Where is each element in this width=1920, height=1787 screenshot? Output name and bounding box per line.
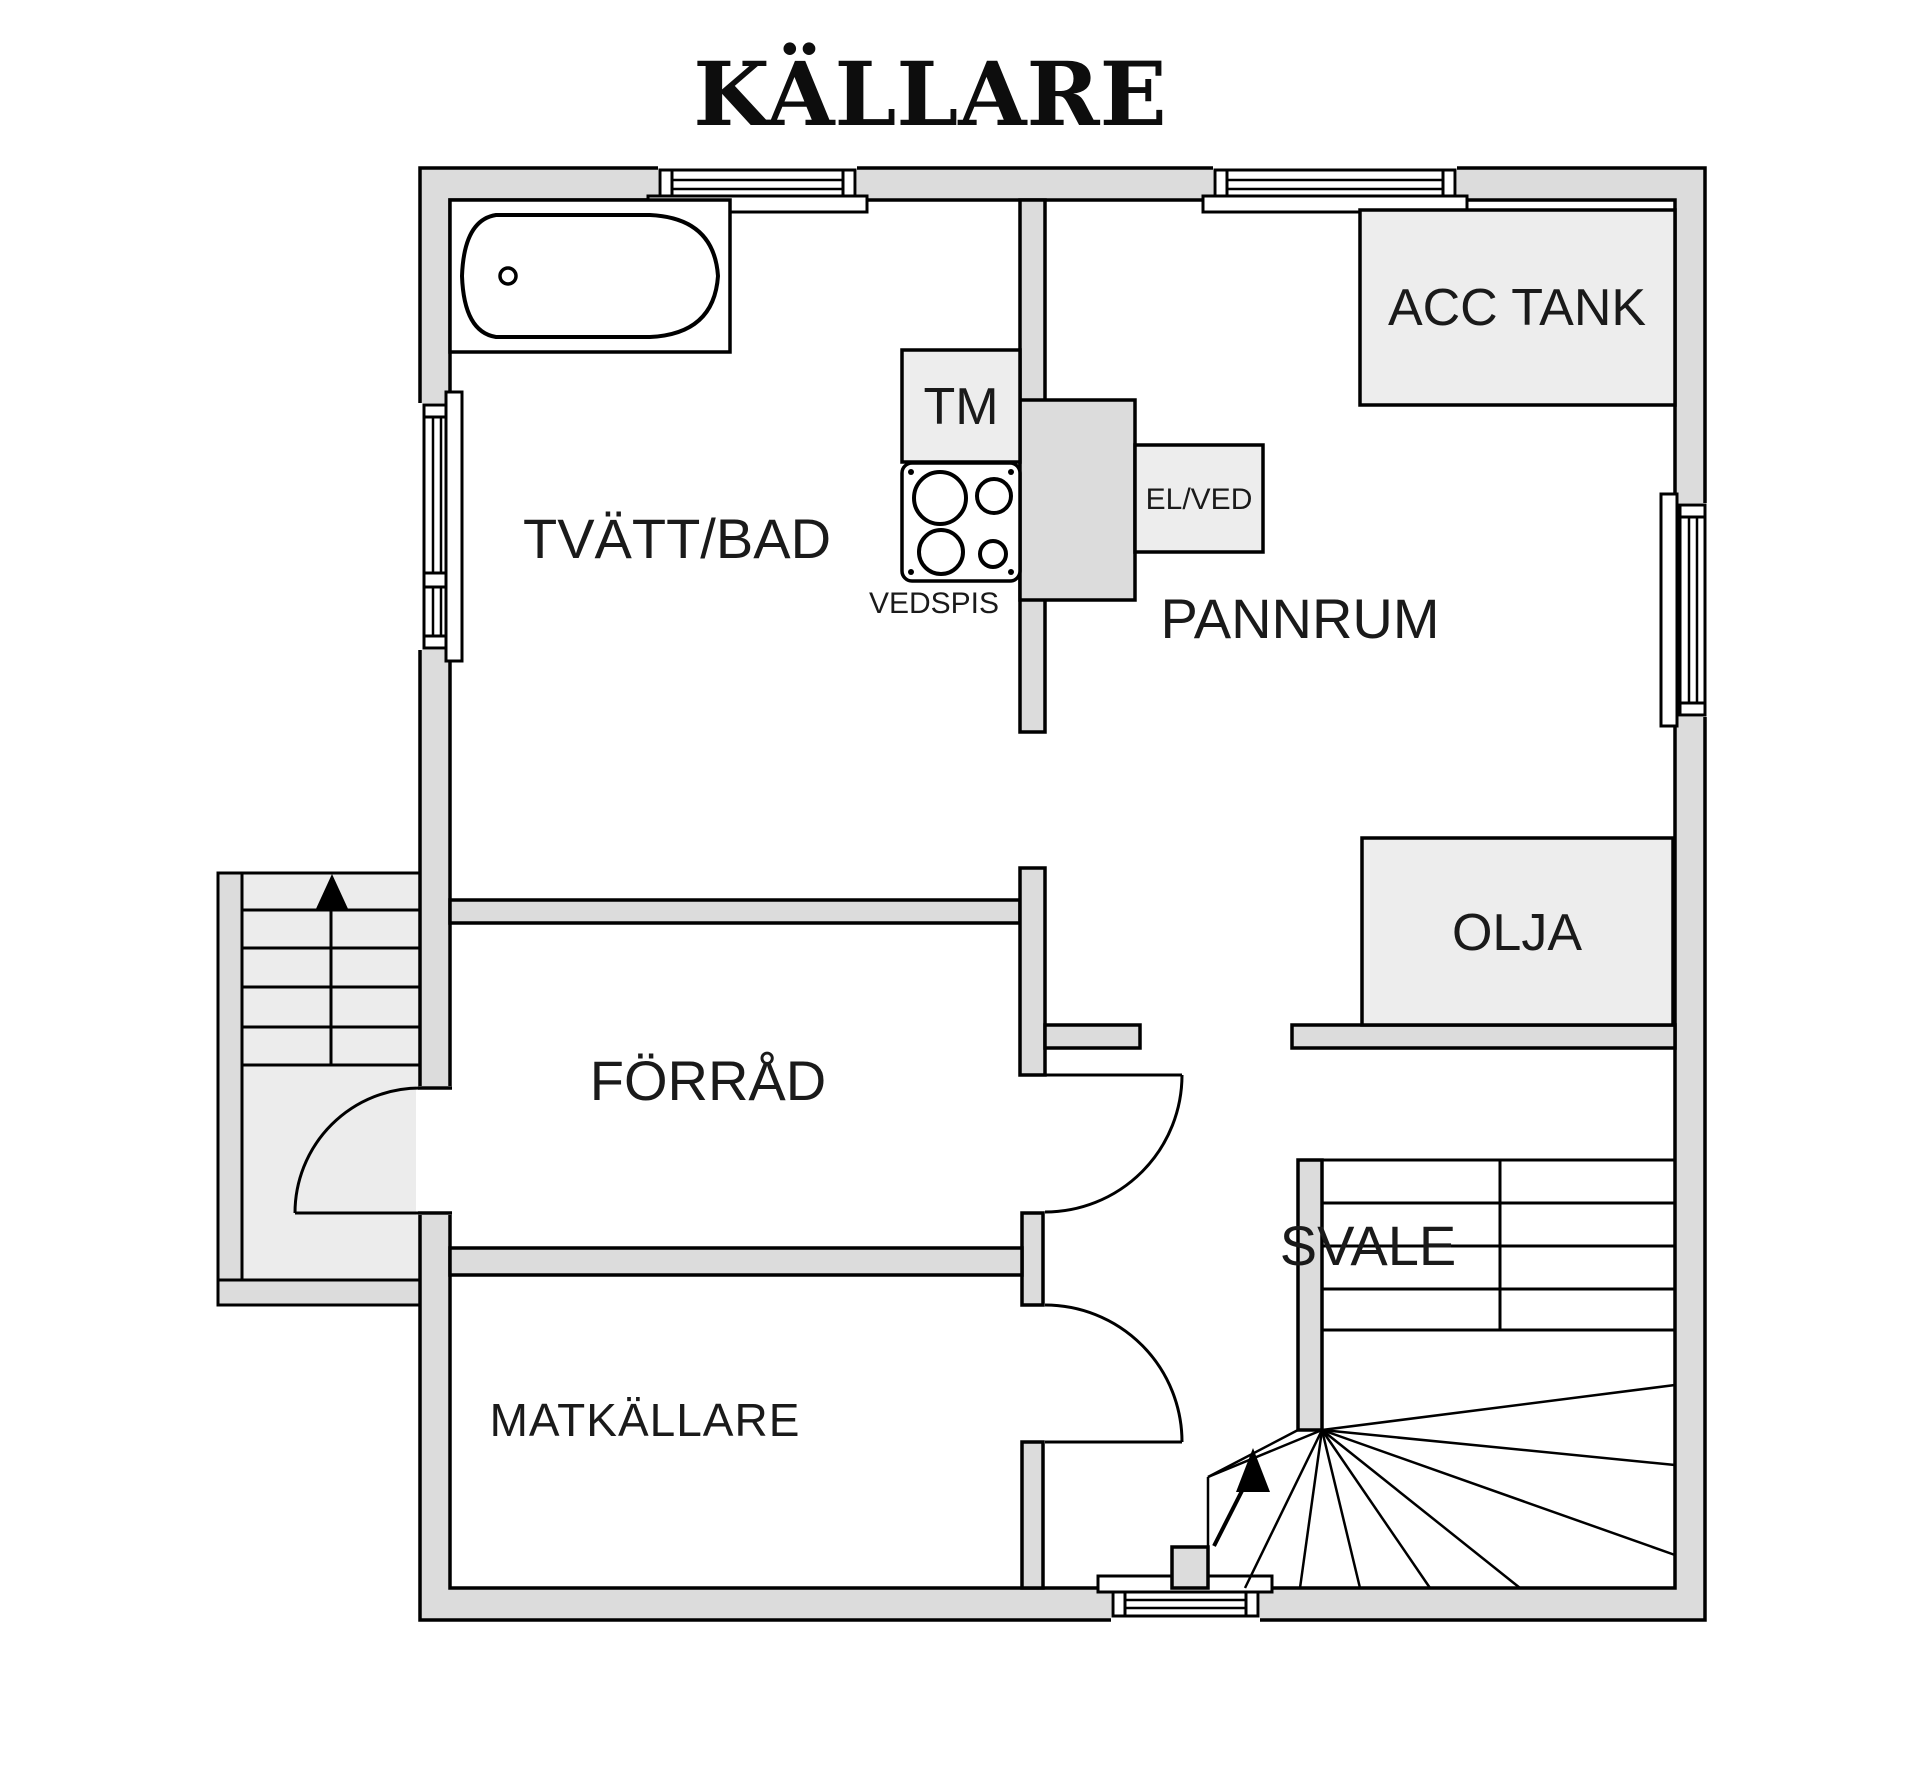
stair-door-swing-arc bbox=[293, 1086, 421, 1214]
chimney bbox=[1018, 398, 1137, 602]
stove-burner-icon bbox=[912, 470, 968, 526]
matkallare-door-swing-arc bbox=[1044, 1303, 1184, 1443]
forrad-door-swing-arc bbox=[1044, 1074, 1184, 1214]
window-right bbox=[1659, 492, 1709, 728]
spiral-stair-fan bbox=[1206, 1383, 1676, 1589]
stove-corner-dot bbox=[908, 469, 914, 475]
stair-left-wall bbox=[216, 871, 244, 1307]
stair-bottom-wall bbox=[216, 1278, 422, 1307]
bathtub-basin bbox=[459, 213, 721, 339]
stair-up-arrow-icon bbox=[315, 874, 349, 911]
wall-matkallare-right bbox=[1020, 1440, 1045, 1590]
bathtub bbox=[448, 198, 732, 354]
spiral-stair-up-arrow-icon bbox=[1236, 1448, 1270, 1492]
window-sill bbox=[1659, 492, 1679, 728]
stair-treads bbox=[242, 908, 420, 1067]
wood-stove: VEDSPIS bbox=[869, 461, 1022, 620]
exterior-stairs bbox=[216, 871, 422, 1307]
stair-door-opening bbox=[416, 1086, 454, 1215]
spiral-stair-grid bbox=[1322, 1158, 1675, 1332]
stove-corner-dot bbox=[1008, 469, 1014, 475]
room-label-matkallare: MATKÄLLARE bbox=[490, 1394, 801, 1446]
oil-tank-label: OLJA bbox=[1452, 904, 1582, 962]
window-bottom bbox=[1096, 1574, 1274, 1624]
bathtub-drain-icon bbox=[498, 266, 518, 286]
window-top-right bbox=[1201, 164, 1469, 214]
room-label-svale: SVALE bbox=[1280, 1214, 1456, 1277]
acc-tank-label: ACC TANK bbox=[1388, 279, 1646, 337]
window-sill bbox=[1201, 194, 1469, 214]
room-label-forrad: FÖRRÅD bbox=[590, 1049, 826, 1112]
spiral-staircase bbox=[1170, 1158, 1676, 1590]
acc-tank: ACC TANK bbox=[1358, 208, 1677, 407]
stove-burner-icon bbox=[978, 539, 1008, 569]
interior-walls bbox=[448, 198, 1677, 1590]
wall-forrad-right-lower bbox=[1020, 1211, 1045, 1307]
spiral-stair-step-block bbox=[1170, 1545, 1210, 1590]
wall-forrad-right-upper bbox=[1018, 866, 1047, 1077]
el-ved-label: EL/VED bbox=[1146, 483, 1253, 516]
page-title: KÄLLARE bbox=[693, 42, 1166, 146]
wall-forrad-top bbox=[448, 898, 1022, 925]
oil-tank: OLJA bbox=[1360, 836, 1675, 1027]
stove-burner-icon bbox=[917, 528, 965, 576]
room-label-tvattbad: TVÄTT/BAD bbox=[523, 507, 831, 570]
forrad-door bbox=[1044, 1073, 1184, 1214]
stove-corner-dot bbox=[908, 569, 914, 575]
stair-door bbox=[293, 1086, 454, 1215]
el-ved-boiler: EL/VED bbox=[1133, 443, 1265, 554]
washing-machine-label: TM bbox=[923, 378, 998, 436]
stove-burner-icon bbox=[975, 477, 1013, 515]
wall-stub-corridor bbox=[1043, 1023, 1142, 1050]
window-sill bbox=[444, 390, 464, 663]
spiral-stair-newel-wall bbox=[1296, 1158, 1324, 1432]
washing-machine: TM bbox=[900, 348, 1022, 464]
window-left bbox=[416, 390, 464, 663]
wall-forrad-matkallare bbox=[448, 1246, 1024, 1277]
wood-stove-label: VEDSPIS bbox=[869, 587, 999, 620]
matkallare-door bbox=[1044, 1303, 1184, 1444]
wall-pannrum-svale bbox=[1290, 1023, 1677, 1050]
stove-corner-dot bbox=[1008, 569, 1014, 575]
room-label-pannrum: PANNRUM bbox=[1161, 587, 1440, 650]
